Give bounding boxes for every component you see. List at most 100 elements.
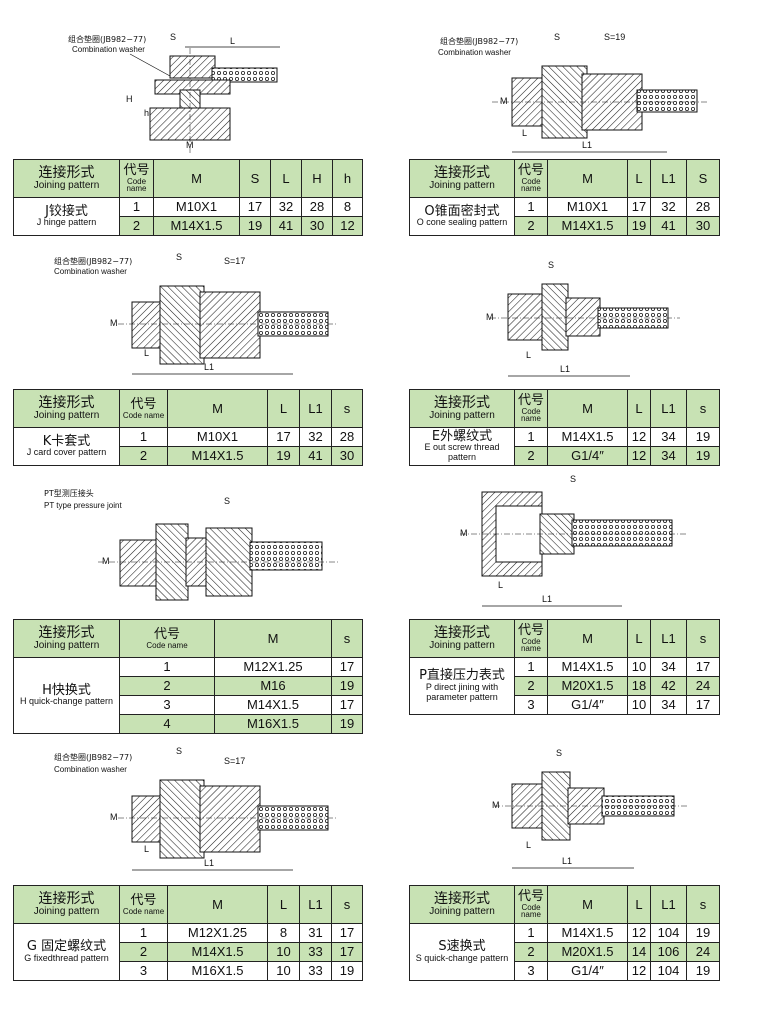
dim-l: L <box>522 128 527 138</box>
cell: 17 <box>627 197 651 217</box>
dim-l1: L1 <box>562 856 572 866</box>
cell: M12X1.25 <box>167 923 268 943</box>
dim-m: M <box>186 140 194 150</box>
cell: 1 <box>514 923 548 943</box>
cell: 3 <box>119 695 215 715</box>
dim-l1: L1 <box>204 362 214 372</box>
dim-s: S <box>556 748 562 758</box>
header-col: s <box>686 389 720 428</box>
cell: M14X1.5 <box>547 923 628 943</box>
cell: M20X1.5 <box>547 942 628 962</box>
header-col: M <box>547 159 628 198</box>
cell: M14X1.5 <box>167 942 268 962</box>
cell: M10X1 <box>153 197 240 217</box>
cell: 41 <box>650 216 687 236</box>
cell: G1/4″ <box>547 695 628 715</box>
cell: M14X1.5 <box>547 657 628 677</box>
cell: 2 <box>119 942 168 962</box>
cell: 106 <box>650 942 687 962</box>
dim-l: L <box>230 36 235 46</box>
cell: 2 <box>119 216 154 236</box>
cell: 30 <box>301 216 333 236</box>
dim-m: M <box>500 96 508 106</box>
cell: 18 <box>627 676 651 696</box>
cell: 17 <box>239 197 271 217</box>
cell: 42 <box>650 676 687 696</box>
table-row: 2 M14X1.5 19 41 30 12 <box>14 216 363 236</box>
dim-l: L <box>526 350 531 360</box>
cell: 17 <box>267 427 300 447</box>
cell: 19 <box>686 446 720 466</box>
cell: 28 <box>301 197 333 217</box>
cell: 12 <box>627 923 651 943</box>
header-col: L1 <box>299 389 332 428</box>
e-out-screw-drawing: S M L L1 <box>470 258 690 382</box>
cell: 30 <box>331 446 363 466</box>
dim-h-big: H <box>126 94 133 104</box>
dim-l1: L1 <box>560 364 570 374</box>
dim-l1: L1 <box>582 140 592 150</box>
washer-label-cn: 组合垫圈(JB982−77) <box>68 34 146 44</box>
cell: M10X1 <box>547 197 628 217</box>
dim-s: S <box>224 496 230 506</box>
cell: 3 <box>514 961 548 981</box>
washer-label-cn: 组合垫圈(JB982−77) <box>54 752 132 762</box>
cell: 34 <box>650 657 687 677</box>
washer-label-en: Combination washer <box>54 267 127 276</box>
cell: 32 <box>650 197 687 217</box>
dim-l: L <box>144 348 149 358</box>
cell: 32 <box>270 197 302 217</box>
dim-s: S <box>176 252 182 262</box>
cell: 19 <box>331 714 363 734</box>
dim-l: L <box>526 840 531 850</box>
table-row: 3 G1/4″ 12 104 19 <box>410 961 720 981</box>
cell: 41 <box>270 216 302 236</box>
cell: G1/4″ <box>547 961 628 981</box>
o-cone-drawing: 组合垫圈(JB982−77) Combination washer S S=19… <box>432 28 712 156</box>
cell: M14X1.5 <box>167 446 268 466</box>
header-col: L1 <box>650 885 687 924</box>
header-col: s <box>686 885 720 924</box>
table-row: 2 M14X1.5 10 33 17 <box>14 942 363 962</box>
header-col: M <box>153 159 240 198</box>
cell: 2 <box>514 942 548 962</box>
cell: 17 <box>331 923 363 943</box>
header-col: L1 <box>650 389 687 428</box>
cell: 4 <box>119 714 215 734</box>
header-col: H <box>301 159 333 198</box>
dim-l: L <box>498 580 503 590</box>
cell: 8 <box>267 923 300 943</box>
cell: 31 <box>299 923 332 943</box>
dim-l1: L1 <box>542 594 552 604</box>
table-row: 3 M14X1.5 17 <box>14 695 363 715</box>
cell: 17 <box>331 942 363 962</box>
cell: 32 <box>299 427 332 447</box>
table-row: 3 G1/4″ 10 34 17 <box>410 695 720 715</box>
cell: 17 <box>686 695 720 715</box>
cell: M14X1.5 <box>153 216 240 236</box>
table-row: 2 G1/4″ 12 34 19 <box>410 446 720 466</box>
header-col: s <box>686 619 720 658</box>
cell: 14 <box>627 942 651 962</box>
cell: 1 <box>514 197 548 217</box>
washer-label-en: Combination washer <box>438 48 511 57</box>
dim-s: S <box>170 32 176 42</box>
